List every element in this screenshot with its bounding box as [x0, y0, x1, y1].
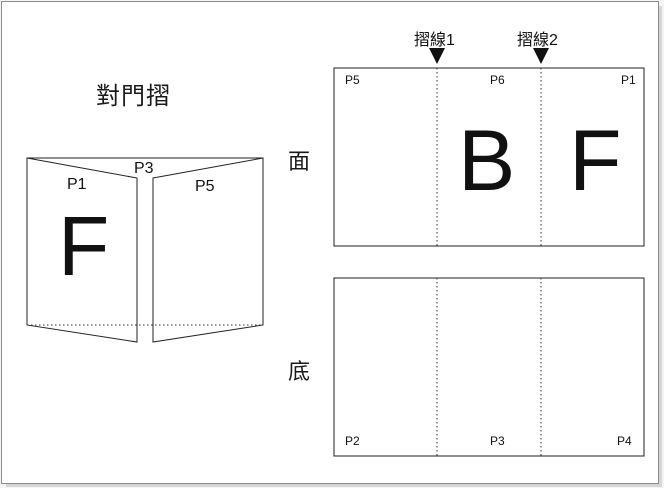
face-page-left: P5 [345, 73, 360, 87]
left-panel-letter: F [58, 199, 110, 293]
left-panel-page: P1 [67, 176, 87, 193]
face-label: 面 [288, 150, 311, 175]
face-page-right: P1 [621, 73, 636, 87]
fold-arrow-1 [429, 48, 445, 64]
base-sheet [333, 277, 645, 457]
base-page-right: P4 [617, 434, 632, 448]
middle-page: P3 [134, 160, 154, 177]
left-panel [26, 157, 138, 343]
base-page-middle: P3 [490, 434, 505, 448]
right-panel-page: P5 [195, 178, 215, 195]
base-page-left: P2 [345, 434, 360, 448]
face-sheet [333, 67, 645, 247]
fold-line-2-label: 摺線2 [517, 32, 558, 49]
base-label: 底 [288, 360, 311, 385]
right-panel [152, 157, 264, 343]
face-letter-right: F [569, 113, 622, 209]
face-page-middle: P6 [490, 73, 505, 87]
face-letter-middle: B [458, 113, 516, 209]
diagram-title: 對門摺 [96, 82, 171, 110]
fold-line-1-label: 摺線1 [414, 32, 455, 49]
fold-arrow-2 [533, 48, 549, 64]
